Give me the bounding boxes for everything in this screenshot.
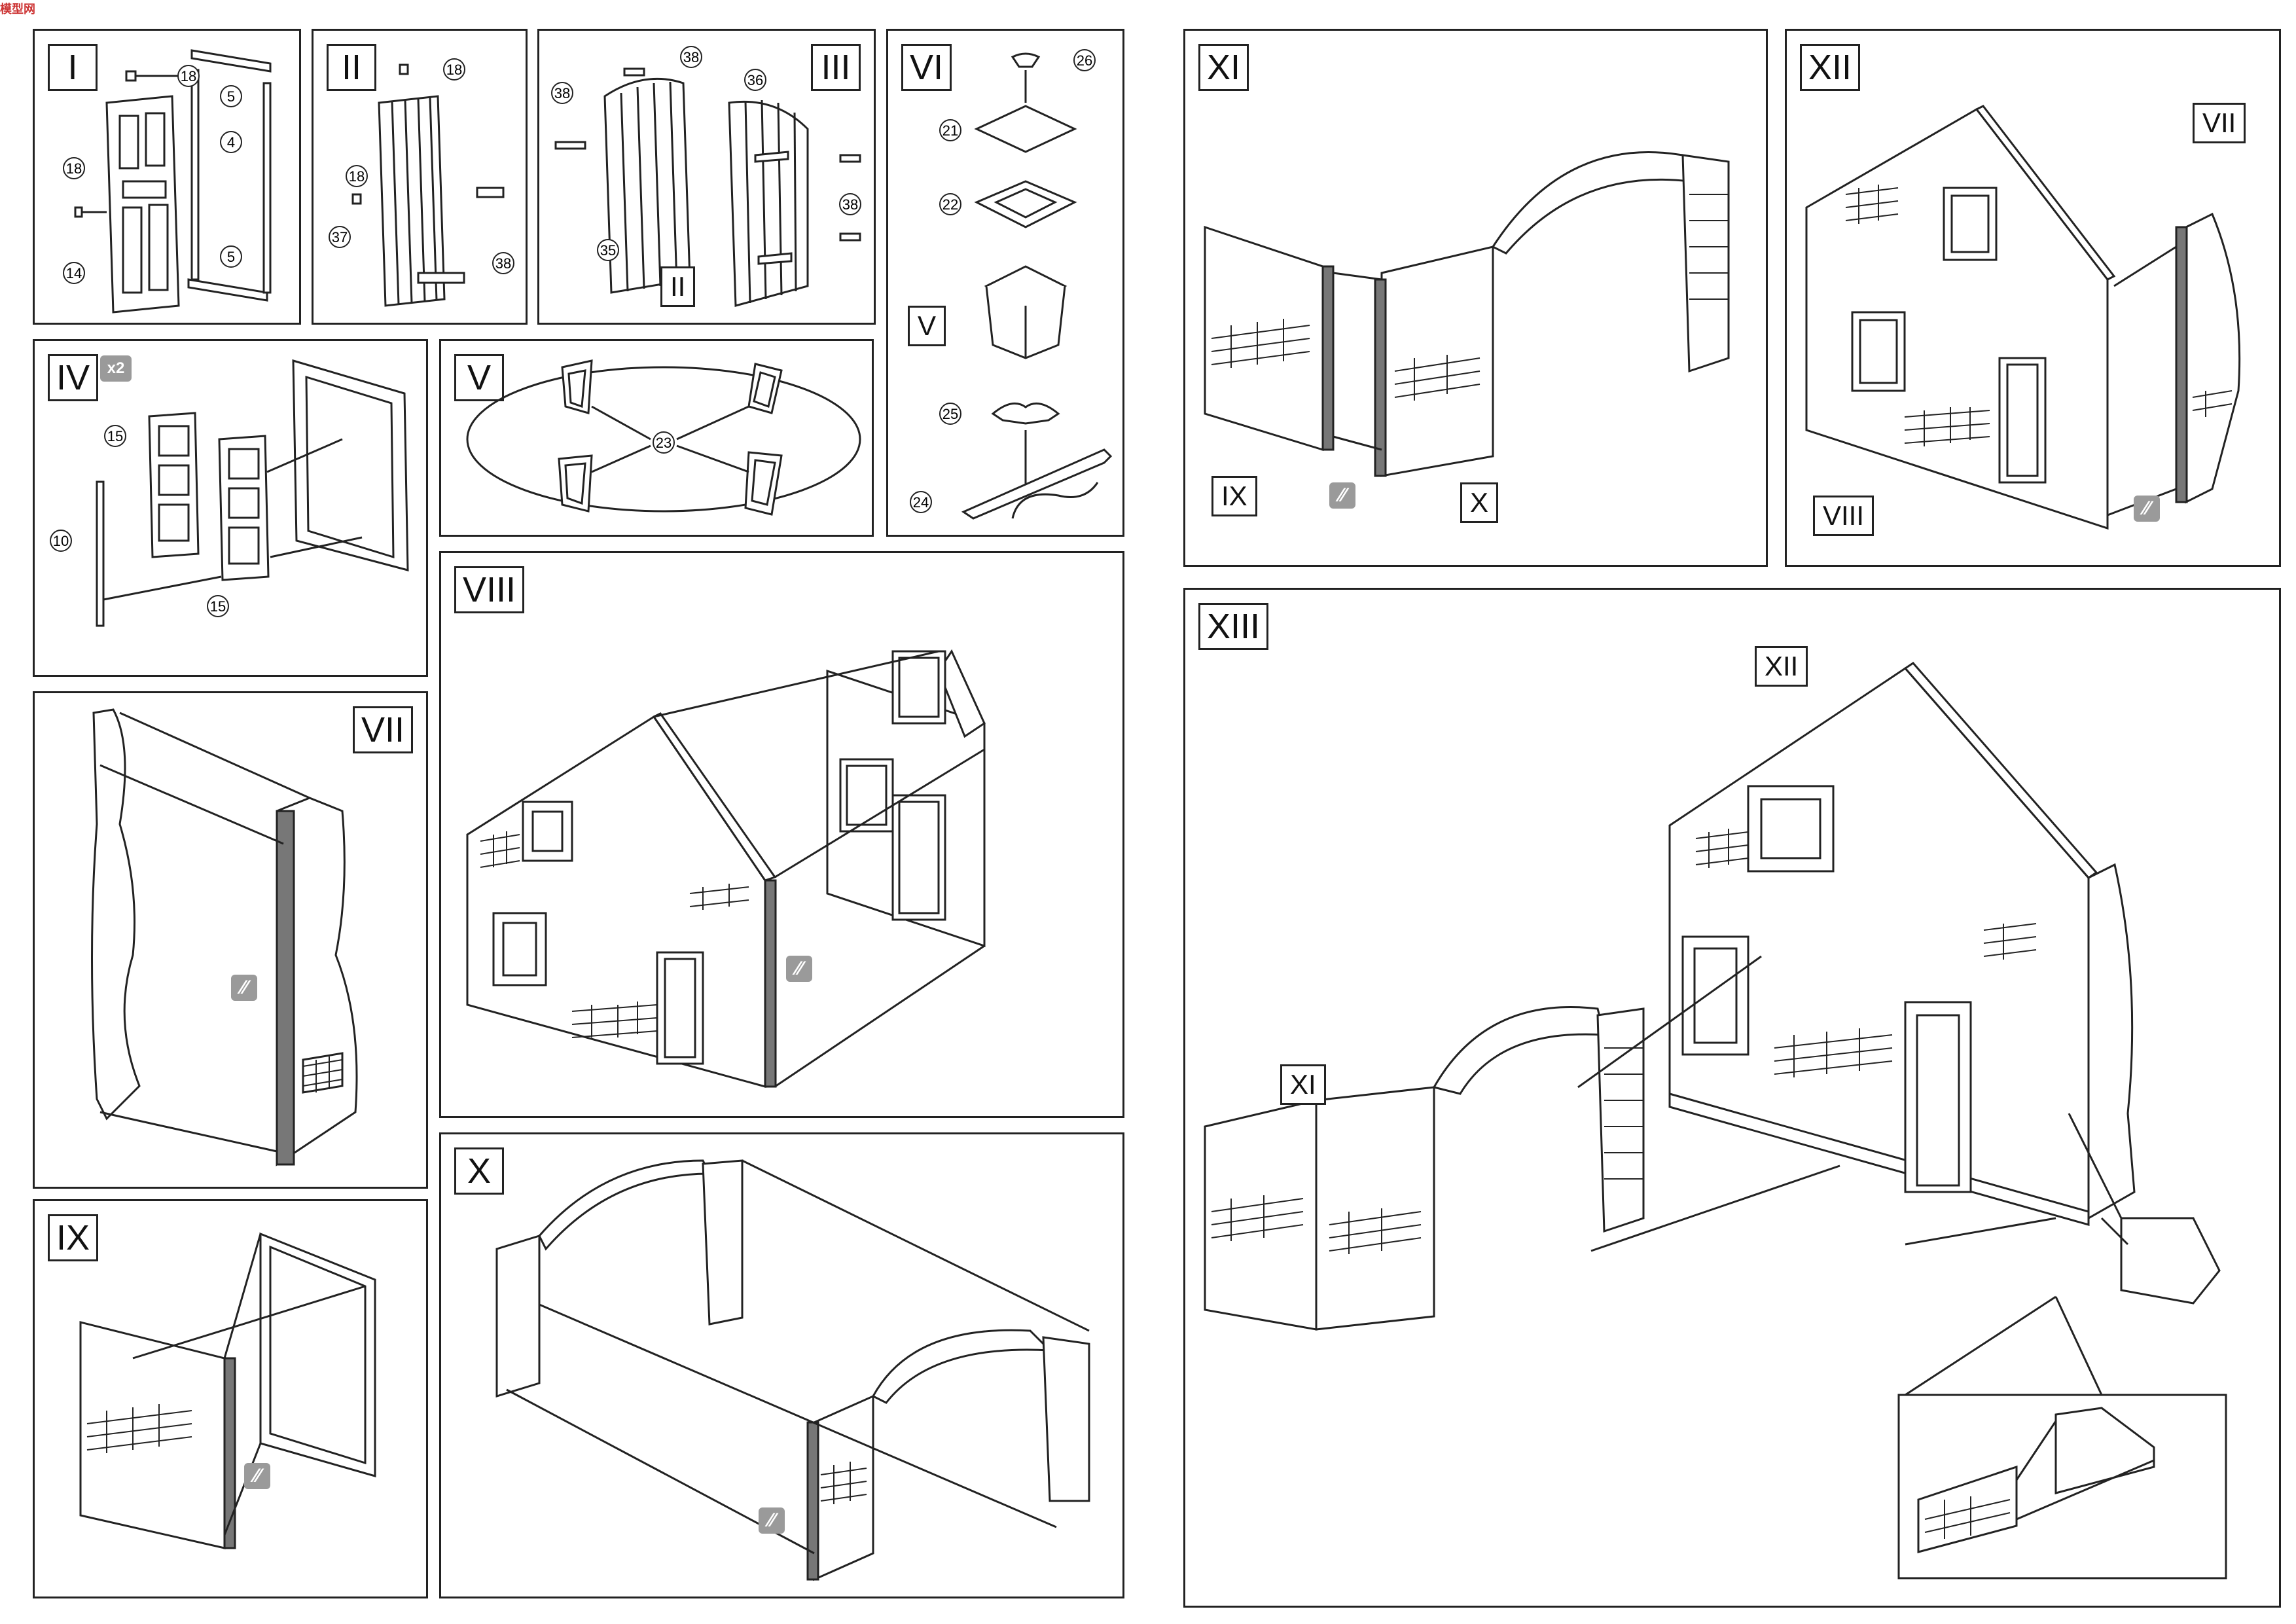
part-number: 26 (1077, 52, 1092, 69)
part-number: 14 (66, 265, 82, 281)
panel-x: X ⁄⁄ (439, 1132, 1124, 1598)
glue-icon: ⁄⁄ (786, 956, 812, 982)
glue-icon: ⁄⁄ (231, 975, 257, 1001)
panel-ix: IX ⁄⁄ (33, 1199, 428, 1598)
ruined-wall-diagram (91, 708, 358, 1166)
panel-label: XII (1800, 44, 1861, 91)
part-number: 10 (53, 533, 69, 549)
subassembly-tag: V (908, 306, 946, 346)
door-assembly-diagram: 18 5 4 18 14 5 (63, 49, 272, 314)
panel-viii: VIII ⁄⁄ (439, 551, 1124, 1118)
panel-xi: XI IX X ⁄⁄ (1183, 29, 1768, 567)
part-number: 4 (227, 134, 235, 151)
part-number: 18 (181, 68, 196, 84)
panel-label: I (48, 44, 98, 91)
part-number: 23 (656, 435, 672, 451)
subassembly-tag: VII (2193, 103, 2246, 143)
part-number: 38 (495, 255, 511, 272)
part-number: 36 (747, 72, 763, 88)
panel-label: XIII (1198, 603, 1269, 650)
panel-xiii: XIII (1183, 588, 2281, 1608)
part-number: 18 (446, 62, 462, 78)
panel-label: II (327, 44, 376, 91)
panel-label: IX (48, 1214, 99, 1261)
house-walls-diagram (466, 649, 986, 1088)
part-number: 37 (332, 229, 348, 245)
glue-icon: ⁄⁄ (2134, 496, 2160, 522)
part-number: 35 (600, 242, 616, 259)
part-number: 5 (227, 88, 235, 105)
archway-diagram (495, 1159, 1090, 1581)
final-assembly-diagram (1204, 662, 2227, 1579)
arch-wall-join-diagram (1204, 151, 1730, 477)
part-number: 15 (210, 598, 226, 615)
house-wall-join-diagram (1805, 105, 2241, 530)
panel-label: VIII (454, 566, 525, 613)
glue-icon: ⁄⁄ (244, 1463, 270, 1489)
part-number: 25 (942, 406, 958, 422)
subassembly-tag: IX (1211, 476, 1257, 516)
part-number: 38 (683, 49, 699, 65)
panel-label: V (454, 354, 504, 401)
panel-label: IV (48, 354, 99, 401)
subassembly-tag: X (1460, 482, 1499, 523)
part-number: 21 (942, 122, 958, 139)
panel-label: X (454, 1147, 504, 1195)
window-assembly-diagram: 15 10 15 (50, 359, 409, 627)
panel-vi: VI 26 21 22 25 24 V (886, 29, 1124, 537)
shutter-assembly-diagram: 18 18 37 38 (329, 58, 514, 307)
part-number: 15 (107, 428, 123, 444)
subassembly-tag: XII (1755, 646, 1808, 687)
panel-ii: II 18 18 37 38 (312, 29, 528, 325)
panel-label: III (811, 44, 861, 91)
panel-i: I 18 5 4 18 14 5 (33, 29, 301, 325)
subassembly-tag: XI (1280, 1064, 1326, 1105)
panel-label: VI (901, 44, 952, 91)
glue-icon: ⁄⁄ (1329, 482, 1355, 509)
subassembly-tag: II (660, 266, 696, 307)
part-number: 18 (349, 168, 365, 185)
part-number: 38 (842, 196, 858, 213)
panel-xii: XII VII VIII ⁄⁄ (1785, 29, 2281, 567)
panel-iv: IV x2 15 10 15 (33, 339, 428, 677)
glue-icon: ⁄⁄ (759, 1507, 785, 1534)
panel-iii: III 38 38 36 38 35 II (537, 29, 876, 325)
panel-vii: VII ⁄⁄ (33, 691, 428, 1189)
subassembly-tag: VIII (1813, 496, 1874, 536)
panel-label: XI (1198, 44, 1249, 91)
watermark-logo: 模型网 (0, 3, 35, 16)
panel-label: VII (352, 706, 413, 753)
part-number: 24 (913, 494, 929, 511)
part-number: 5 (227, 249, 235, 265)
gate-assembly-diagram: 38 38 36 38 35 (551, 46, 861, 307)
part-number: 38 (554, 85, 570, 101)
side-wall-diagram (79, 1232, 376, 1549)
quantity-badge: x2 (100, 355, 132, 382)
part-number: 18 (66, 160, 82, 177)
panel-v: V 23 (439, 339, 874, 537)
part-number: 22 (942, 196, 958, 213)
lantern-glass-diagram: 23 (466, 359, 861, 516)
lantern-assembly-diagram: 26 21 22 25 24 (910, 49, 1113, 520)
